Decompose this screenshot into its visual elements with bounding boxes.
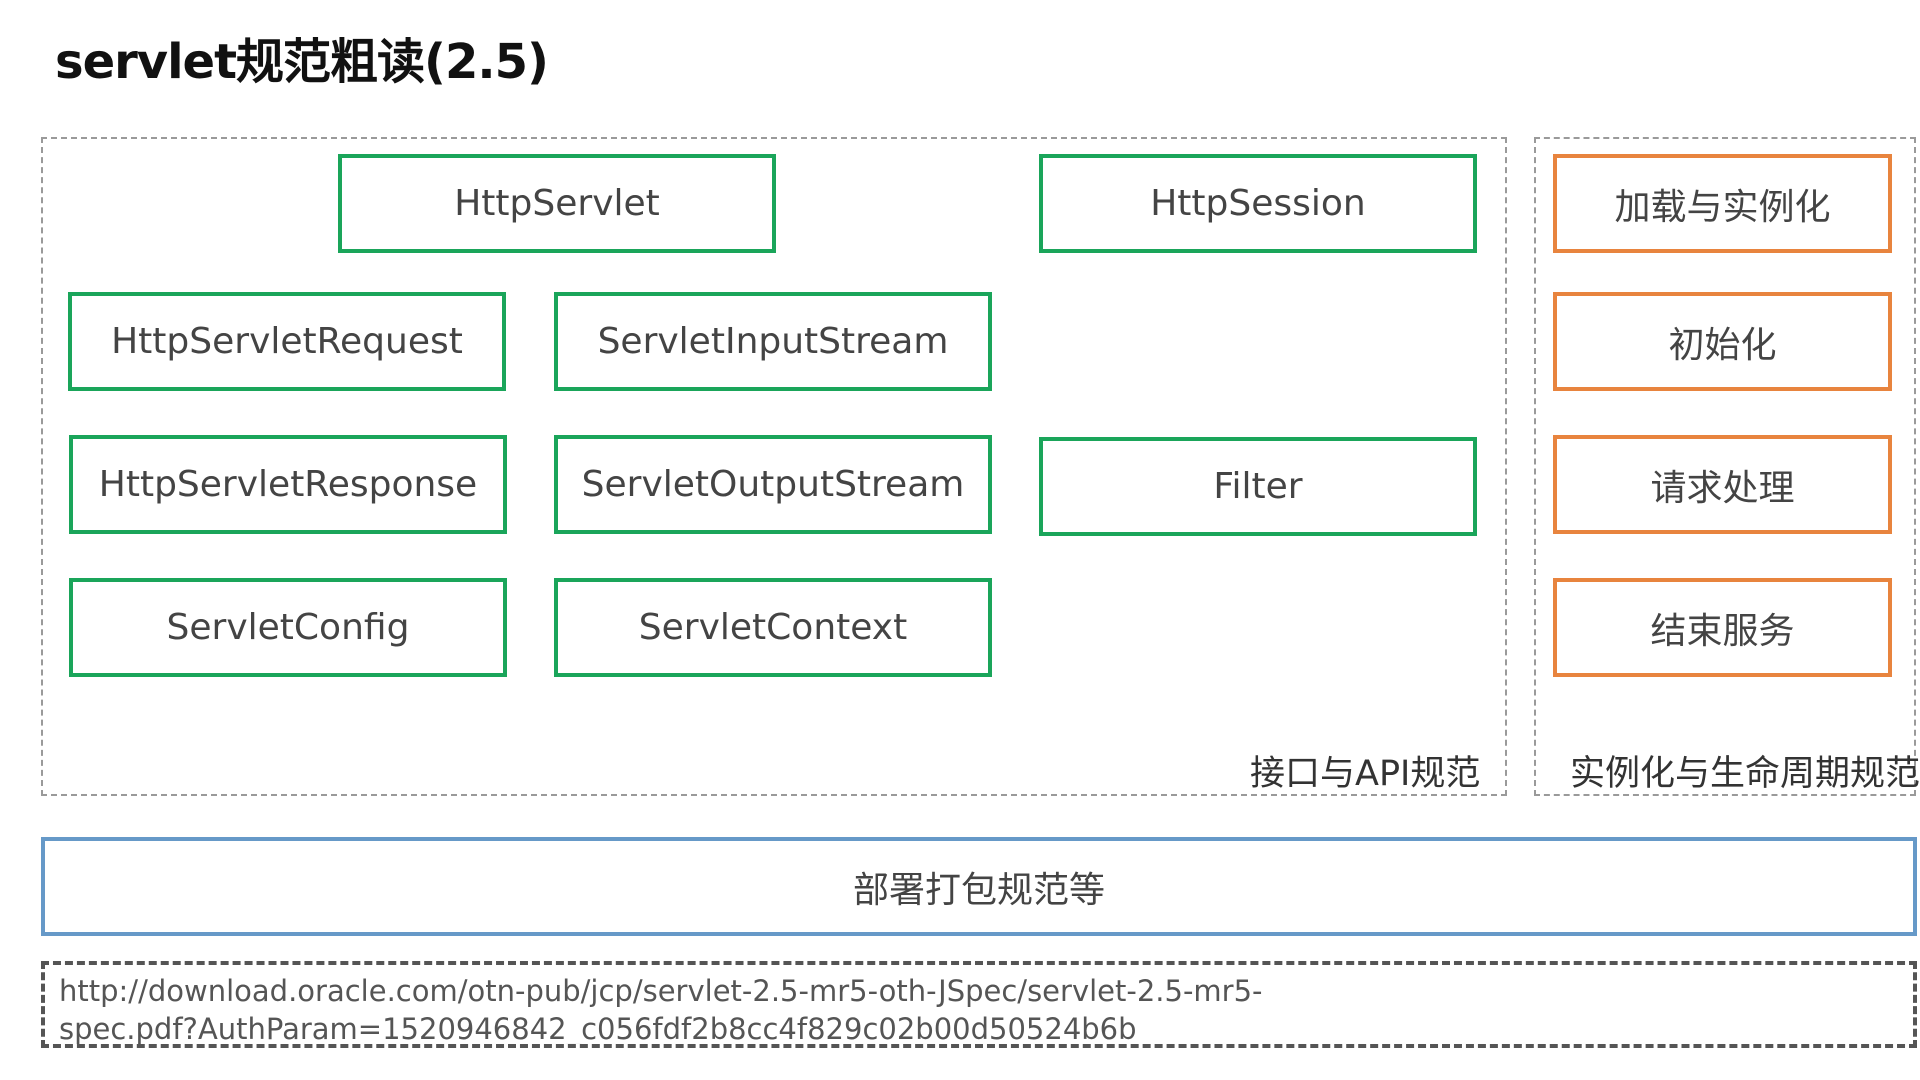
api-spec-group-label: 接口与API规范 bbox=[1250, 754, 1481, 794]
servlet-config-box: ServletConfig bbox=[69, 578, 507, 677]
lifecycle-spec-group bbox=[1534, 137, 1916, 796]
servlet-context-box: ServletContext bbox=[554, 578, 992, 677]
lifecycle-spec-group-label: 实例化与生命周期规范 bbox=[1570, 754, 1920, 794]
request-handling-box: 请求处理 bbox=[1553, 435, 1892, 534]
reference-url-line-2: spec.pdf?AuthParam=1520946842_c056fdf2b8… bbox=[59, 1012, 1137, 1046]
load-and-instantiate-box: 加载与实例化 bbox=[1553, 154, 1892, 253]
reference-url-line-1: http://download.oracle.com/otn-pub/jcp/s… bbox=[59, 974, 1263, 1008]
http-session-box: HttpSession bbox=[1039, 154, 1477, 253]
api-spec-group bbox=[41, 137, 1507, 796]
end-of-service-box: 结束服务 bbox=[1553, 578, 1892, 677]
filter-box: Filter bbox=[1039, 437, 1477, 536]
initialization-box: 初始化 bbox=[1553, 292, 1892, 391]
reference-url-box: http://download.oracle.com/otn-pub/jcp/s… bbox=[41, 961, 1917, 1048]
http-servlet-box: HttpServlet bbox=[338, 154, 776, 253]
servlet-output-stream-box: ServletOutputStream bbox=[554, 435, 992, 534]
deploy-packaging-box: 部署打包规范等 bbox=[41, 837, 1917, 936]
http-servlet-request-box: HttpServletRequest bbox=[68, 292, 506, 391]
page-title: servlet规范粗读(2.5) bbox=[55, 34, 549, 90]
http-servlet-response-box: HttpServletResponse bbox=[69, 435, 507, 534]
servlet-input-stream-box: ServletInputStream bbox=[554, 292, 992, 391]
